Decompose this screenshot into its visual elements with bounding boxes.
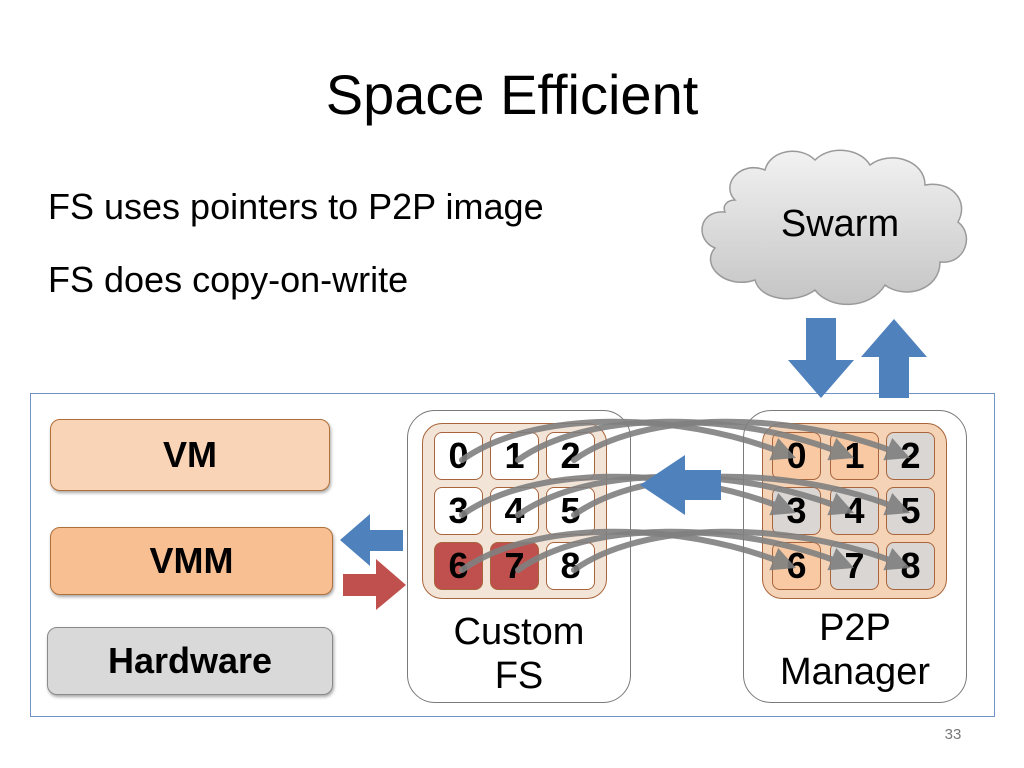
bullet-copy-on-write: FS does copy-on-write xyxy=(48,259,409,300)
custom-fs-block-4: 4 xyxy=(490,487,539,535)
custom-fs-block-0: 0 xyxy=(434,432,483,480)
p2p-block-7: 7 xyxy=(830,542,879,590)
swarm-label: Swarm xyxy=(780,203,900,245)
down-arrow-icon xyxy=(788,318,854,398)
bullet-pointers: FS uses pointers to P2P image xyxy=(48,186,544,227)
p2p-block-3: 3 xyxy=(772,487,821,535)
custom-fs-label-line1: Custom xyxy=(453,611,585,653)
vm-box: VM xyxy=(50,419,330,491)
vmm-box: VMM xyxy=(50,527,333,595)
custom-fs-block-1: 1 xyxy=(490,432,539,480)
p2p-block-4: 4 xyxy=(830,487,879,535)
system-frame xyxy=(30,393,995,717)
custom-fs-block-8: 8 xyxy=(546,542,595,590)
custom-fs-block-7: 7 xyxy=(490,542,539,590)
p2p-label-line2: Manager xyxy=(780,651,930,693)
custom-fs-label-line2: FS xyxy=(494,655,544,697)
custom-fs-block-3: 3 xyxy=(434,487,483,535)
custom-fs-block-6: 6 xyxy=(434,542,483,590)
p2p-block-8: 8 xyxy=(886,542,935,590)
custom-fs-block-2: 2 xyxy=(546,432,595,480)
custom-fs-block-5: 5 xyxy=(546,487,595,535)
p2p-block-6: 6 xyxy=(772,542,821,590)
hardware-box: Hardware xyxy=(47,627,333,695)
p2p-label-line1: P2P xyxy=(819,607,891,649)
p2p-block-0: 0 xyxy=(772,432,821,480)
custom-fs-label: Custom FS xyxy=(407,610,631,698)
p2p-block-2: 2 xyxy=(886,432,935,480)
up-arrow-icon xyxy=(861,319,927,398)
p2p-block-1: 1 xyxy=(830,432,879,480)
p2p-block-5: 5 xyxy=(886,487,935,535)
slide-title: Space Efficient xyxy=(325,63,699,126)
p2p-manager-label: P2P Manager xyxy=(743,606,967,694)
page-number: 33 xyxy=(944,726,962,743)
